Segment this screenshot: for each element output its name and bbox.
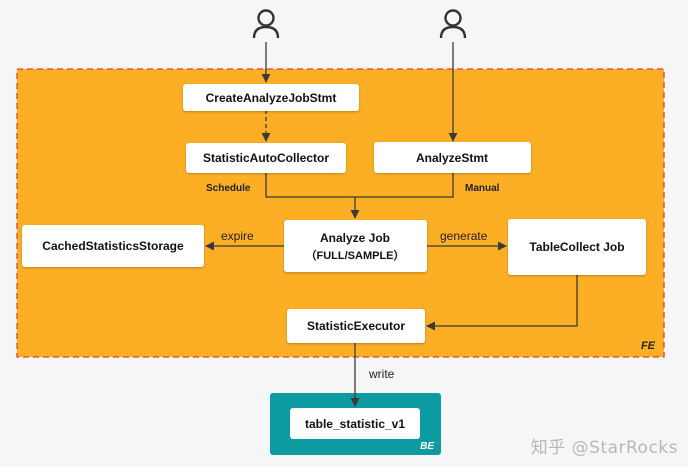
tablecollect-job-node: TableCollect Job <box>508 219 646 275</box>
user-icon <box>252 9 280 39</box>
edge-auto-to-job <box>265 172 355 198</box>
expire-label: expire <box>221 229 254 243</box>
analyze-job-label: Analyze Job <box>320 231 390 245</box>
analyze-job-mode-label: （FULL/SAMPLE） <box>306 249 405 262</box>
table-statistic-label: table_statistic_v1 <box>305 417 405 431</box>
be-label: BE <box>420 441 434 452</box>
edge-analyzestmt-to-job <box>355 172 454 198</box>
write-label: write <box>368 367 395 381</box>
generate-label: generate <box>440 229 488 243</box>
fe-label: FE <box>641 340 656 352</box>
statistic-executor-node: StatisticExecutor <box>287 309 425 343</box>
analyze-stmt-label: AnalyzeStmt <box>416 151 488 165</box>
analyze-stmt-node: AnalyzeStmt <box>374 142 531 173</box>
edge-tablecollect-to-executor <box>426 275 578 331</box>
statistic-auto-collector-label: StatisticAutoCollector <box>203 151 329 165</box>
watermark: 知乎 @StarRocks <box>530 438 678 458</box>
create-analyze-job-stmt-node: CreateAnalyzeJobStmt <box>183 84 359 111</box>
tablecollect-job-label: TableCollect Job <box>529 240 624 254</box>
statistic-executor-label: StatisticExecutor <box>307 319 405 333</box>
cached-statistics-storage-label: CachedStatisticsStorage <box>42 239 184 253</box>
user-icon <box>439 9 467 39</box>
manual-label: Manual <box>465 183 500 194</box>
create-analyze-job-stmt-label: CreateAnalyzeJobStmt <box>206 91 337 105</box>
analyze-job-node: Analyze Job （FULL/SAMPLE） <box>284 220 427 272</box>
statistic-auto-collector-node: StatisticAutoCollector <box>186 143 346 173</box>
schedule-label: Schedule <box>206 183 251 194</box>
table-statistic-node: table_statistic_v1 <box>290 408 420 439</box>
cached-statistics-storage-node: CachedStatisticsStorage <box>22 225 204 267</box>
